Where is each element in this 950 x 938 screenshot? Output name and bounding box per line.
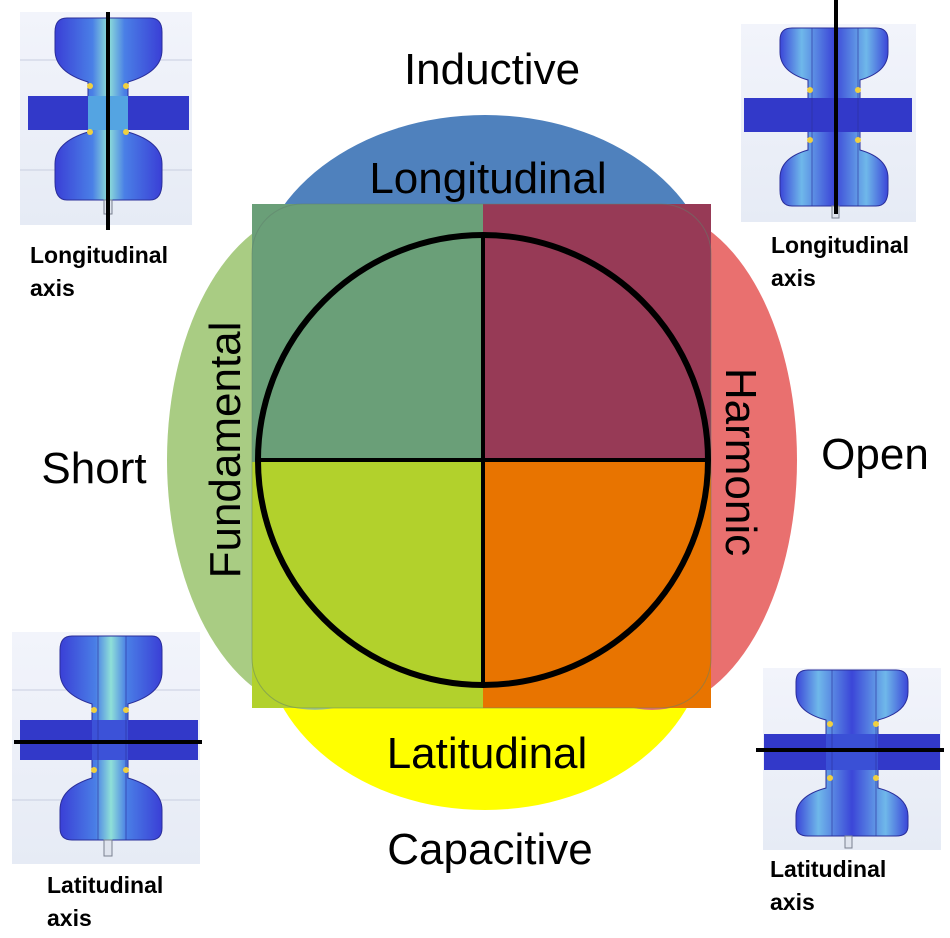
caption-line1: Latitudinal	[47, 872, 164, 898]
caption-line2: axis	[30, 275, 75, 301]
short-label: Short	[41, 444, 146, 493]
harmonic-label: Harmonic	[716, 368, 765, 556]
caption-bottom-right: Latitudinal axis	[770, 853, 886, 919]
quadrant-top-right	[483, 204, 711, 462]
quadrant-bottom-left	[252, 462, 483, 708]
thumbnail-bottom-left	[12, 632, 202, 864]
caption-line1: Longitudinal	[30, 242, 168, 268]
quadrant-top-left	[252, 204, 483, 462]
inductive-label: Inductive	[404, 45, 580, 94]
open-label: Open	[821, 430, 929, 479]
caption-line1: Longitudinal	[771, 232, 909, 258]
caption-top-left: Longitudinal axis	[30, 239, 168, 305]
longitudinal-label: Longitudinal	[369, 154, 606, 203]
caption-bottom-left: Latitudinal axis	[47, 869, 163, 935]
thumbnail-top-left	[20, 12, 192, 230]
square-outline	[251, 203, 712, 709]
venn-group	[167, 115, 797, 810]
fundamental-label: Fundamental	[201, 322, 250, 579]
thumbnail-top-right	[741, 0, 916, 222]
caption-line2: axis	[47, 905, 92, 931]
quadrant-bottom-right	[483, 462, 711, 708]
caption-line1: Latitudinal	[770, 856, 887, 882]
thumbnail-bottom-right	[756, 668, 944, 850]
caption-top-right: Longitudinal axis	[771, 229, 909, 295]
capacitive-label: Capacitive	[387, 825, 592, 874]
caption-line2: axis	[771, 265, 816, 291]
latitudinal-label: Latitudinal	[387, 729, 588, 778]
caption-line2: axis	[770, 889, 815, 915]
